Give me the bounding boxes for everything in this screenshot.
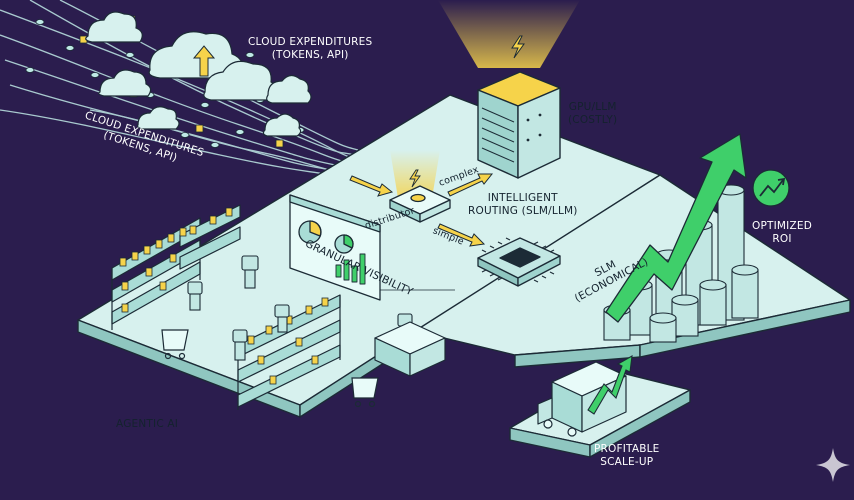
shelf-products — [119, 207, 329, 385]
label-line: GPU/LLM — [568, 101, 617, 113]
scale-up-arrow — [587, 354, 633, 415]
distributor-node — [389, 150, 451, 223]
lightning-icon — [511, 35, 525, 59]
label-line: PROFITABLE — [594, 443, 660, 455]
lightning-icon — [409, 169, 421, 188]
agentic-ai-label: AGENTIC AI — [116, 418, 179, 430]
label-line: (COSTLY) — [568, 114, 618, 126]
visibility-dashboard — [289, 194, 381, 301]
optimized-roi-label: OPTIMIZED ROI — [752, 220, 812, 246]
label-line: (TOKENS, API) — [271, 49, 349, 61]
slm-chip — [477, 237, 561, 287]
cloud-group — [85, 11, 312, 137]
label-line: CLOUD EXPENDITURES — [248, 36, 373, 48]
gpu-server — [438, 0, 580, 179]
cloud-expenditures-label-top: CLOUD EXPENDITURES (TOKENS, API) — [248, 36, 372, 62]
trend-up-icon — [759, 179, 784, 197]
upload-arrow-icon — [192, 45, 216, 77]
gpu-llm-label: GPU/LLM (COSTLY) — [568, 101, 617, 127]
label-line: INTELLIGENT — [487, 192, 558, 204]
label-line: ROUTING (SLM/LLM) — [468, 205, 578, 217]
checkout-counter — [374, 321, 446, 377]
warehouse-shelves — [111, 204, 341, 410]
sparkle-icon — [816, 448, 850, 482]
routing-arrows — [349, 173, 494, 247]
label-line: SCALE-UP — [600, 456, 654, 468]
label-line: ROI — [772, 233, 792, 245]
profitable-scale-up-label: PROFITABLE SCALE-UP — [594, 443, 660, 469]
shopping-carts — [161, 329, 379, 408]
roi-badge — [752, 169, 790, 207]
intelligent-routing-label: INTELLIGENT ROUTING (SLM/LLM) — [468, 192, 578, 218]
growth-arrow — [605, 133, 747, 323]
label-line: OPTIMIZED — [752, 220, 812, 232]
